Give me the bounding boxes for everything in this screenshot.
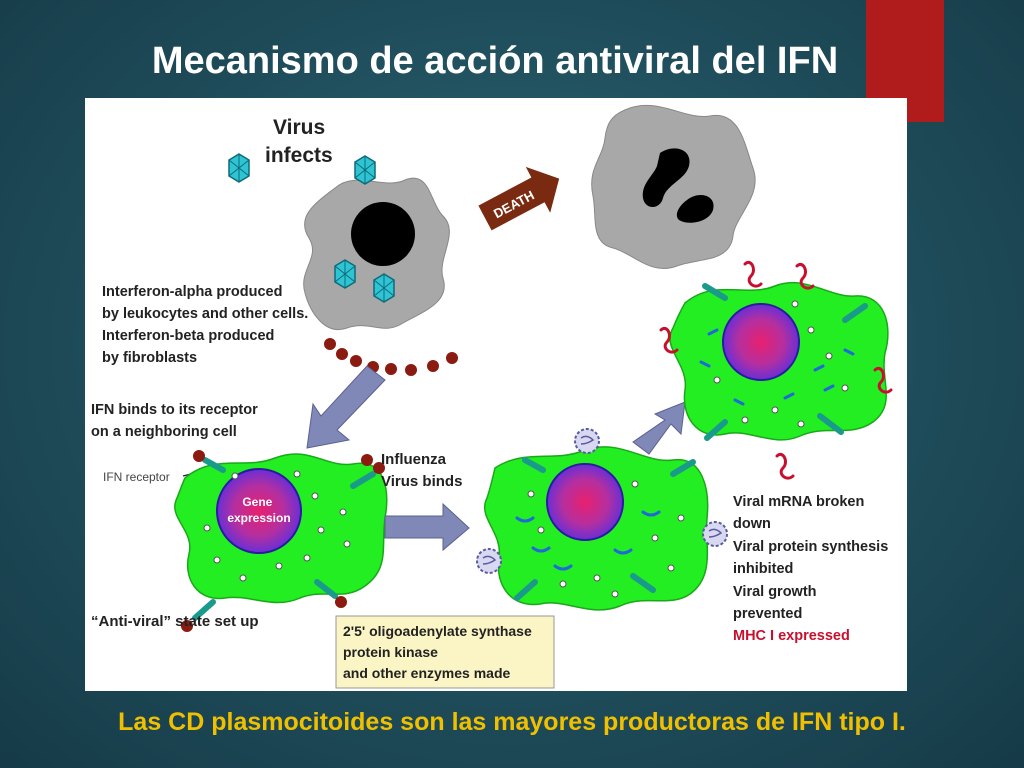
enzymes-text: 2'5' oligoadenylate synthase protein kin… [343, 623, 536, 681]
influenza-virus-icon [574, 428, 600, 454]
mhc-expressed-label: MHC I expressed [733, 628, 850, 644]
ifn-mechanism-diagram: Virus infects Interferon-alpha produced … [85, 98, 907, 691]
ifn-bound [181, 450, 385, 632]
antiviral-state-label: “Anti-viral” state set up [91, 613, 259, 630]
receptor-icon [514, 457, 696, 601]
antiviral-effects-text: Viral mRNA broken down Viral protein syn… [733, 494, 892, 622]
cytoplasm-granules [527, 480, 685, 598]
ifn-molecules [324, 338, 458, 376]
cytoplasm-granules [713, 300, 849, 428]
signal-arrow-right [384, 502, 470, 552]
receptor-icon [702, 283, 868, 441]
virus-icon [373, 273, 395, 303]
influenza-virus-icon [476, 548, 502, 574]
receptor-icon [192, 457, 376, 621]
interferon-production-text: Interferon-alpha produced by leukocytes … [102, 284, 312, 366]
broken-mrna [699, 328, 855, 406]
influenza-binds-label: Influenza Virus binds [381, 451, 462, 490]
diagram-canvas: Virus infects Interferon-alpha produced … [91, 104, 893, 689]
infected-cell-nucleus [351, 202, 415, 266]
signal-arrow-up-right [632, 401, 686, 455]
nucleus [722, 303, 800, 381]
gene-expression-label: Gene expression [227, 495, 290, 525]
ifn-molecule [361, 454, 373, 466]
viral-rna [515, 510, 661, 571]
cytoplasm-granules [203, 470, 351, 582]
slide-title: Mecanismo de acción antiviral del IFN [151, 40, 839, 82]
virus-infects-label: Virus infects [265, 116, 333, 167]
signal-arrow-down-left [306, 365, 386, 449]
slide-footer: Las CD plasmocitoides son las mayores pr… [118, 708, 906, 736]
virus-icon [334, 259, 356, 289]
influenza-virus-icon [702, 521, 728, 547]
dead-cell-fragment [676, 195, 714, 223]
mhc-molecule-icon [659, 261, 893, 480]
ifn-receptor-label: IFN receptor [103, 470, 170, 484]
virus-icon [228, 153, 250, 183]
dead-cell-fragment [642, 148, 690, 207]
ifn-binds-text: IFN binds to its receptor on a neighbori… [91, 402, 262, 440]
enzymes-box: 2'5' oligoadenylate synthase protein kin… [335, 615, 555, 689]
nucleus [546, 463, 624, 541]
death-arrow: DEATH [478, 166, 560, 231]
virus-icon [354, 155, 376, 185]
dead-cell [591, 104, 756, 269]
nucleus [216, 468, 302, 554]
